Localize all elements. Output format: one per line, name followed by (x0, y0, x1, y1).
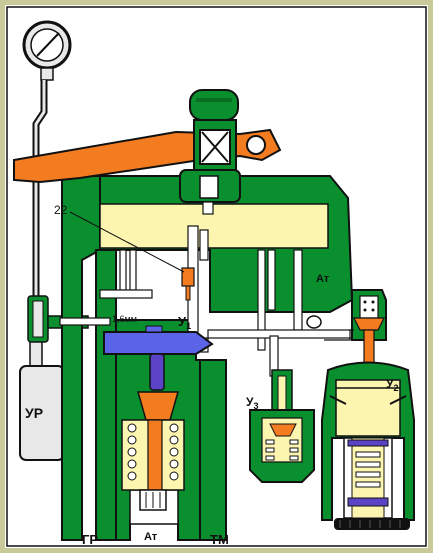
gauge-pipe (32, 80, 48, 300)
valve-u3 (249, 369, 315, 483)
at-right-label: Ат (316, 273, 330, 285)
u3-label: У3 (246, 395, 258, 411)
tm-label: ТМ (210, 532, 229, 547)
upper-chamber (99, 203, 329, 249)
pressure-gauge (22, 20, 72, 81)
ur-label: УР (25, 405, 43, 421)
inner-frame (6, 6, 427, 547)
gr-label: ГР (82, 532, 98, 547)
u1-label: У1 (178, 314, 191, 331)
equalizing-reservoir: УР (19, 329, 65, 461)
choke-valve-22 (69, 211, 195, 301)
valve-u2 (306, 289, 415, 530)
callout-22-label: 22 (54, 203, 68, 217)
u2-label: У2 (386, 377, 398, 393)
dim-label: 1,6мм (112, 314, 137, 324)
relay-valve-u1 (103, 325, 214, 511)
at-bottom-label: Ат (144, 531, 158, 543)
top-cap (179, 89, 241, 215)
